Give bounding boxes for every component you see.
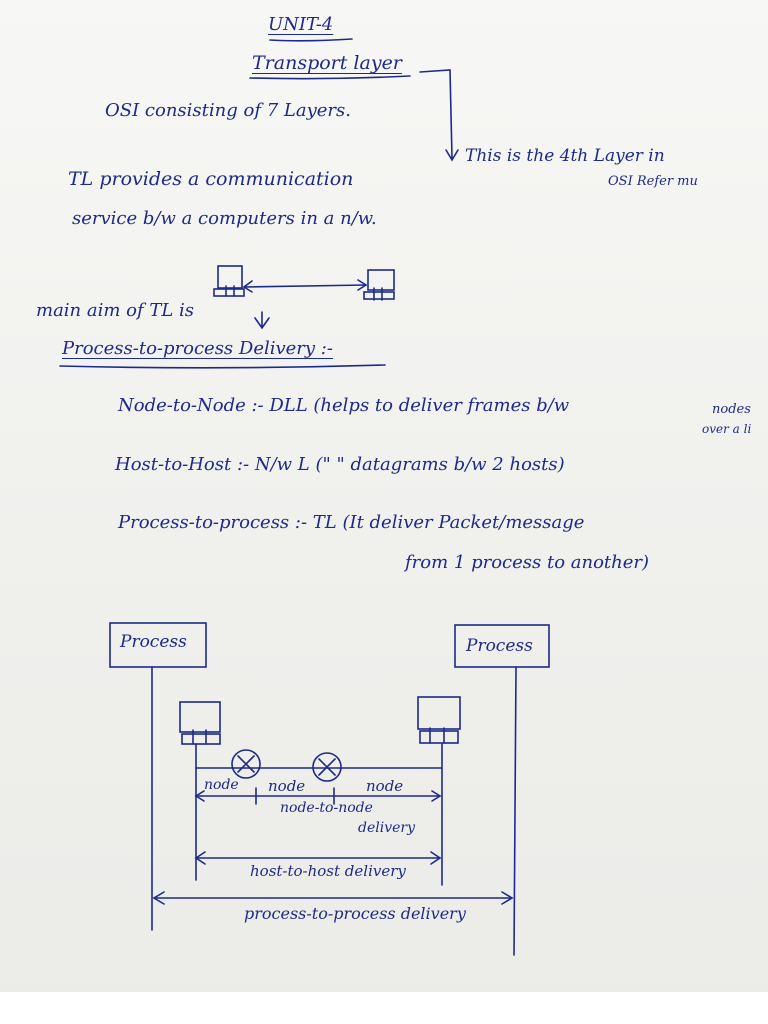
node-label-2: node	[268, 777, 306, 795]
side-note-line-1: This is the 4th Layer in	[465, 146, 665, 166]
process-to-process-label: process-to-process delivery	[244, 904, 466, 923]
item-process-to-process-cont: from 1 process to another)	[405, 552, 650, 573]
aim-line: main aim of TL is	[36, 300, 195, 321]
side-note-line-2: OSI Refer mu	[608, 174, 698, 189]
right-process-box	[454, 624, 550, 668]
host-to-host-label: host-to-host delivery	[250, 862, 406, 880]
node-to-node-label-2: delivery	[358, 820, 415, 836]
side-note-arrow	[419, 69, 453, 159]
item-node-to-node-cont-a: nodes	[712, 402, 751, 417]
side-note-arrowhead	[445, 149, 459, 162]
osi-line: OSI consisting of 7 Layers.	[105, 100, 351, 121]
node-to-node-label: node-to-node	[280, 800, 373, 816]
item-node-to-node: Node-to-Node :- DLL (helps to deliver fr…	[118, 395, 570, 416]
node-label-1: node	[204, 777, 239, 793]
item-node-to-node-cont-b: over a li	[702, 422, 752, 436]
unit-heading: UNIT-4	[268, 14, 334, 35]
aim-arrow	[254, 311, 270, 330]
item-host-to-host: Host-to-Host :- N/w L (" " datagrams b/w…	[115, 454, 565, 475]
page-title: Transport layer	[252, 52, 402, 74]
unit-underline	[269, 38, 353, 42]
right-process-label: Process	[466, 636, 533, 656]
tl-line-2: service b/w a computers in a n/w.	[72, 208, 377, 229]
title-underline	[249, 75, 411, 80]
tl-line-1: TL provides a communication	[68, 168, 354, 190]
page-bottom-edge	[0, 992, 768, 1024]
delivery-heading-underline	[59, 364, 386, 369]
computer-diagram-small	[213, 265, 395, 301]
router-icon	[312, 752, 342, 782]
node-label-3: node	[366, 777, 404, 795]
process-diagram	[109, 622, 550, 956]
left-process-label: Process	[120, 632, 187, 652]
item-process-to-process: Process-to-process :- TL (It deliver Pac…	[118, 512, 585, 533]
router-icon	[231, 749, 261, 779]
delivery-heading: Process-to-process Delivery :-	[62, 338, 333, 359]
left-process-box	[109, 622, 207, 668]
